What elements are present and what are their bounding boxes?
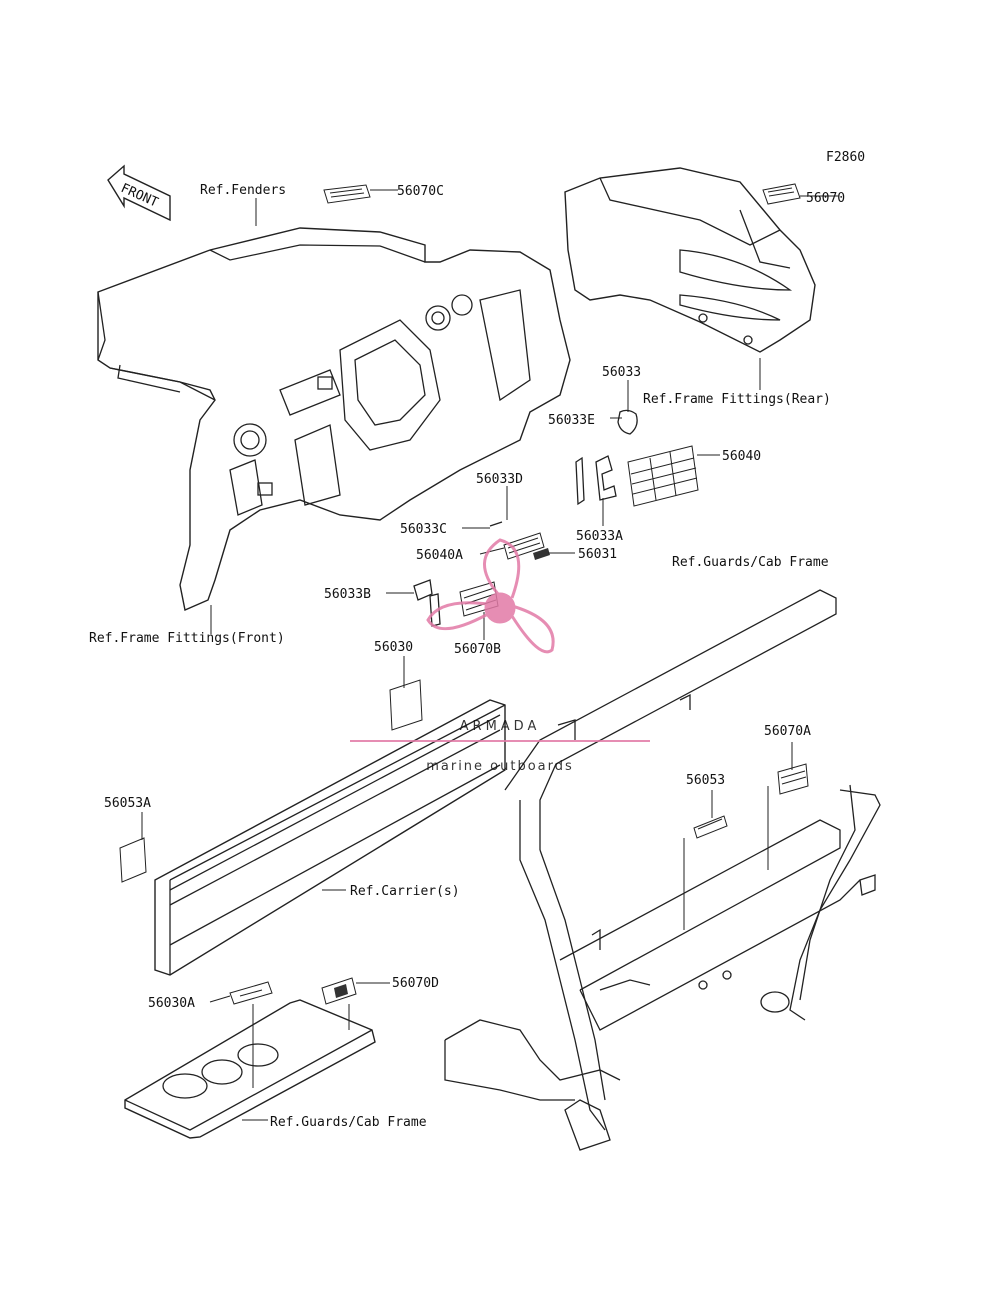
decal-56070A [777, 763, 809, 795]
ref-carrier: Ref.Carrier(s) [350, 884, 460, 899]
ref-guards-top: Ref.Guards/Cab Frame [672, 555, 829, 570]
floor-guard-plate [124, 999, 376, 1139]
part-56040A: 56040A [416, 548, 463, 563]
bracket-56033A [575, 455, 617, 506]
propeller-logo-icon [426, 538, 555, 654]
part-56030: 56030 [374, 640, 413, 655]
part-56070C: 56070C [397, 184, 444, 199]
part-56070A: 56070A [764, 724, 811, 739]
part-56033E: 56033E [548, 413, 595, 428]
rear-panel-assembly [564, 167, 816, 353]
decal-56070D [321, 977, 357, 1005]
part-56033A: 56033A [576, 529, 623, 544]
part-56053A: 56053A [104, 796, 151, 811]
part-56070B: 56070B [454, 642, 501, 657]
carrier-panel [154, 699, 506, 976]
part-56033C: 56033C [400, 522, 447, 537]
decal-56031 [533, 548, 550, 560]
part-56033B: 56033B [324, 587, 371, 602]
ref-fenders: Ref.Fenders [200, 183, 286, 198]
ref-frame-rear: Ref.Frame Fittings(Rear) [643, 392, 831, 407]
part-56070: 56070 [806, 191, 845, 206]
leader-lines [141, 189, 838, 1121]
ref-frame-front: Ref.Frame Fittings(Front) [89, 631, 285, 646]
part-56053: 56053 [686, 773, 725, 788]
pin-56033D [489, 521, 503, 527]
decal-56070 [762, 183, 801, 205]
decal-56040 [627, 445, 699, 507]
watermark-tagline: marine outboards [426, 759, 574, 774]
decal-56030A [229, 981, 273, 1005]
front-arrow-icon: FRONT [107, 164, 171, 222]
ref-guards-bottom: Ref.Guards/Cab Frame [270, 1115, 427, 1130]
front-dash-assembly [97, 227, 571, 611]
decal-56030 [389, 679, 423, 731]
decal-56053 [693, 815, 728, 839]
part-56070D: 56070D [392, 976, 439, 991]
part-56033D: 56033D [476, 472, 523, 487]
figure-id: F2860 [826, 150, 865, 165]
decal-56070C [323, 184, 371, 204]
part-56040: 56040 [722, 449, 761, 464]
cab-frame [444, 589, 881, 1151]
part-56030A: 56030A [148, 996, 195, 1011]
watermark-brand: ARMADA [460, 719, 541, 734]
decal-56053A [119, 837, 147, 883]
part-56031: 56031 [578, 547, 617, 562]
part-56033: 56033 [602, 365, 641, 380]
watermark: ARMADA marine outboards [350, 538, 650, 774]
clip-56033 [617, 409, 638, 435]
